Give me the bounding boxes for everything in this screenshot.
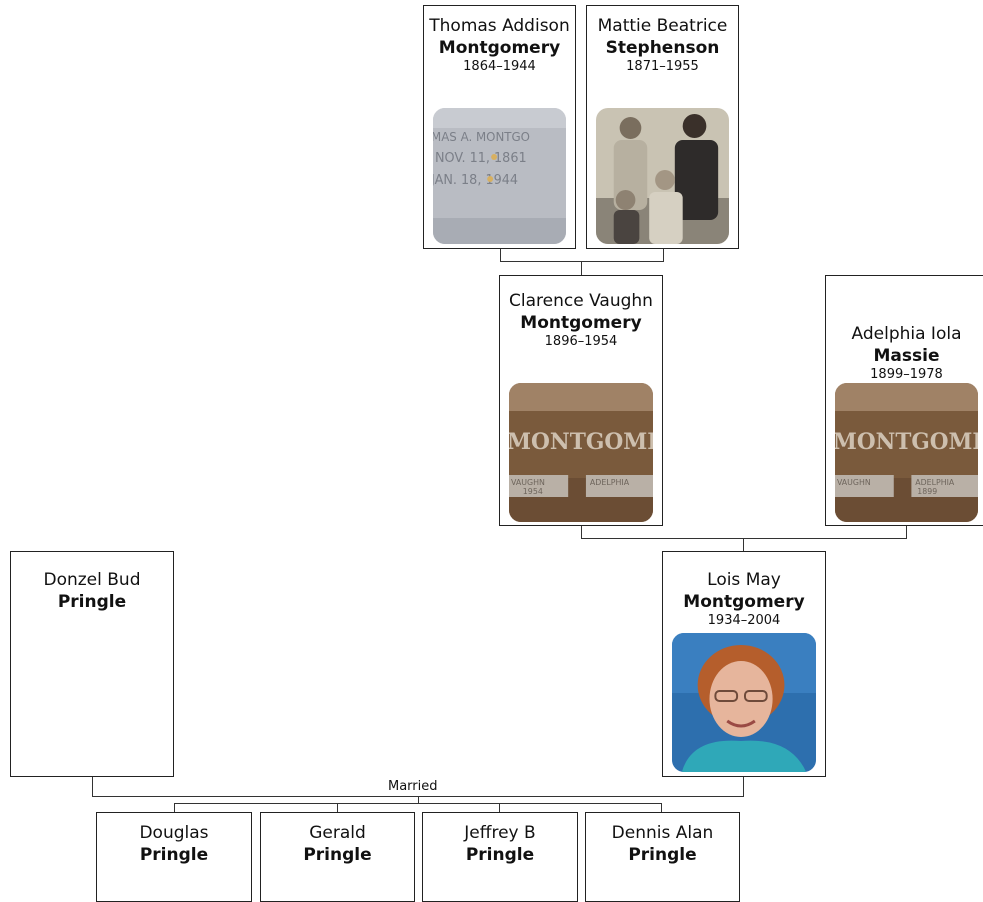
life-years: 1934–2004 (707, 613, 781, 628)
surname: Montgomery (438, 38, 561, 58)
stone-surname: MONTGOMER (835, 430, 978, 455)
portrait-photo (672, 633, 816, 772)
surname: Montgomery (520, 313, 642, 333)
gravestone-photo: MONTGOMER VAUGHN 1954 ADELPHIA (509, 383, 653, 522)
person-card-adelphia[interactable]: Adelphia Iola Massie 1899–1978 MONTGOMER… (825, 275, 983, 526)
connector-line (906, 525, 907, 538)
married-label: Married (384, 780, 442, 794)
surname: Pringle (303, 845, 372, 865)
surname: Pringle (465, 845, 535, 865)
connector-line (581, 261, 582, 275)
person-card-donzel[interactable]: Donzel Bud Pringle (10, 551, 174, 777)
connector-line (743, 776, 744, 796)
surname: Massie (873, 346, 940, 366)
connector-line (499, 803, 500, 812)
stone-plate-year: 1954 (523, 487, 543, 496)
stone-plate-name: VAUGHN (511, 478, 545, 487)
person-card-jeffrey[interactable]: Jeffrey B Pringle (422, 812, 578, 902)
stone-plate-name: VAUGHN (837, 478, 871, 487)
given-name: Gerald (309, 823, 366, 843)
given-name: Donzel Bud (43, 570, 141, 590)
life-years: 1871–1955 (626, 59, 699, 74)
surname: Pringle (139, 845, 209, 865)
connector-line (500, 261, 664, 262)
stone-plate-name: ADELPHIA (590, 478, 630, 487)
connector-line (337, 803, 338, 812)
connector-line (418, 796, 419, 803)
gravestone-photo: MONTGOMER VAUGHN ADELPHIA 1899 (835, 383, 978, 522)
person-card-gerald[interactable]: Gerald Pringle (260, 812, 415, 902)
surname: Pringle (57, 592, 127, 612)
connector-line (581, 538, 907, 539)
person-card-thomas[interactable]: Thomas Addison Montgomery 1864–1944 MAS … (423, 5, 576, 249)
connector-line (743, 538, 744, 551)
stone-line-2: NOV. 11, 1861 (435, 151, 527, 166)
connector-line (581, 525, 582, 538)
life-years: 1896–1954 (544, 334, 618, 349)
life-years: 1899–1978 (870, 367, 943, 382)
connector-line (500, 248, 501, 261)
surname: Montgomery (683, 592, 805, 612)
gravestone-photo: MAS A. MONTGO NOV. 11, 1861 JAN. 18, 194… (433, 108, 566, 244)
family-photo (596, 108, 729, 244)
stone-plate-name: ADELPHIA (915, 478, 955, 487)
person-card-clarence[interactable]: Clarence Vaughn Montgomery 1896–1954 MON… (499, 275, 663, 526)
life-years: 1864–1944 (463, 59, 536, 74)
person-card-douglas[interactable]: Douglas Pringle (96, 812, 252, 902)
given-name: Mattie Beatrice (597, 16, 728, 36)
stone-line-1: MAS A. MONTGO (433, 130, 530, 144)
stone-line-3: JAN. 18, 1944 (433, 173, 518, 188)
surname: Pringle (628, 845, 697, 865)
given-name: Dennis Alan (611, 823, 714, 843)
stone-surname: MONTGOMER (509, 429, 653, 455)
surname: Stephenson (605, 38, 720, 58)
given-name: Adelphia Iola (851, 324, 962, 344)
given-name: Jeffrey B (464, 823, 536, 843)
given-name: Lois May (707, 570, 781, 590)
connector-line (92, 776, 93, 796)
given-name: Clarence Vaughn (509, 291, 653, 311)
connector-line (174, 803, 662, 804)
person-card-dennis[interactable]: Dennis Alan Pringle (585, 812, 740, 902)
given-name: Douglas (139, 823, 209, 843)
person-card-lois[interactable]: Lois May Montgomery 1934–2004 (662, 551, 826, 777)
connector-line (661, 803, 662, 812)
given-name: Thomas Addison (429, 16, 570, 36)
person-card-mattie[interactable]: Mattie Beatrice Stephenson 1871–1955 (586, 5, 739, 249)
connector-line (663, 248, 664, 261)
stone-plate-year: 1899 (917, 487, 937, 496)
connector-line (174, 803, 175, 812)
